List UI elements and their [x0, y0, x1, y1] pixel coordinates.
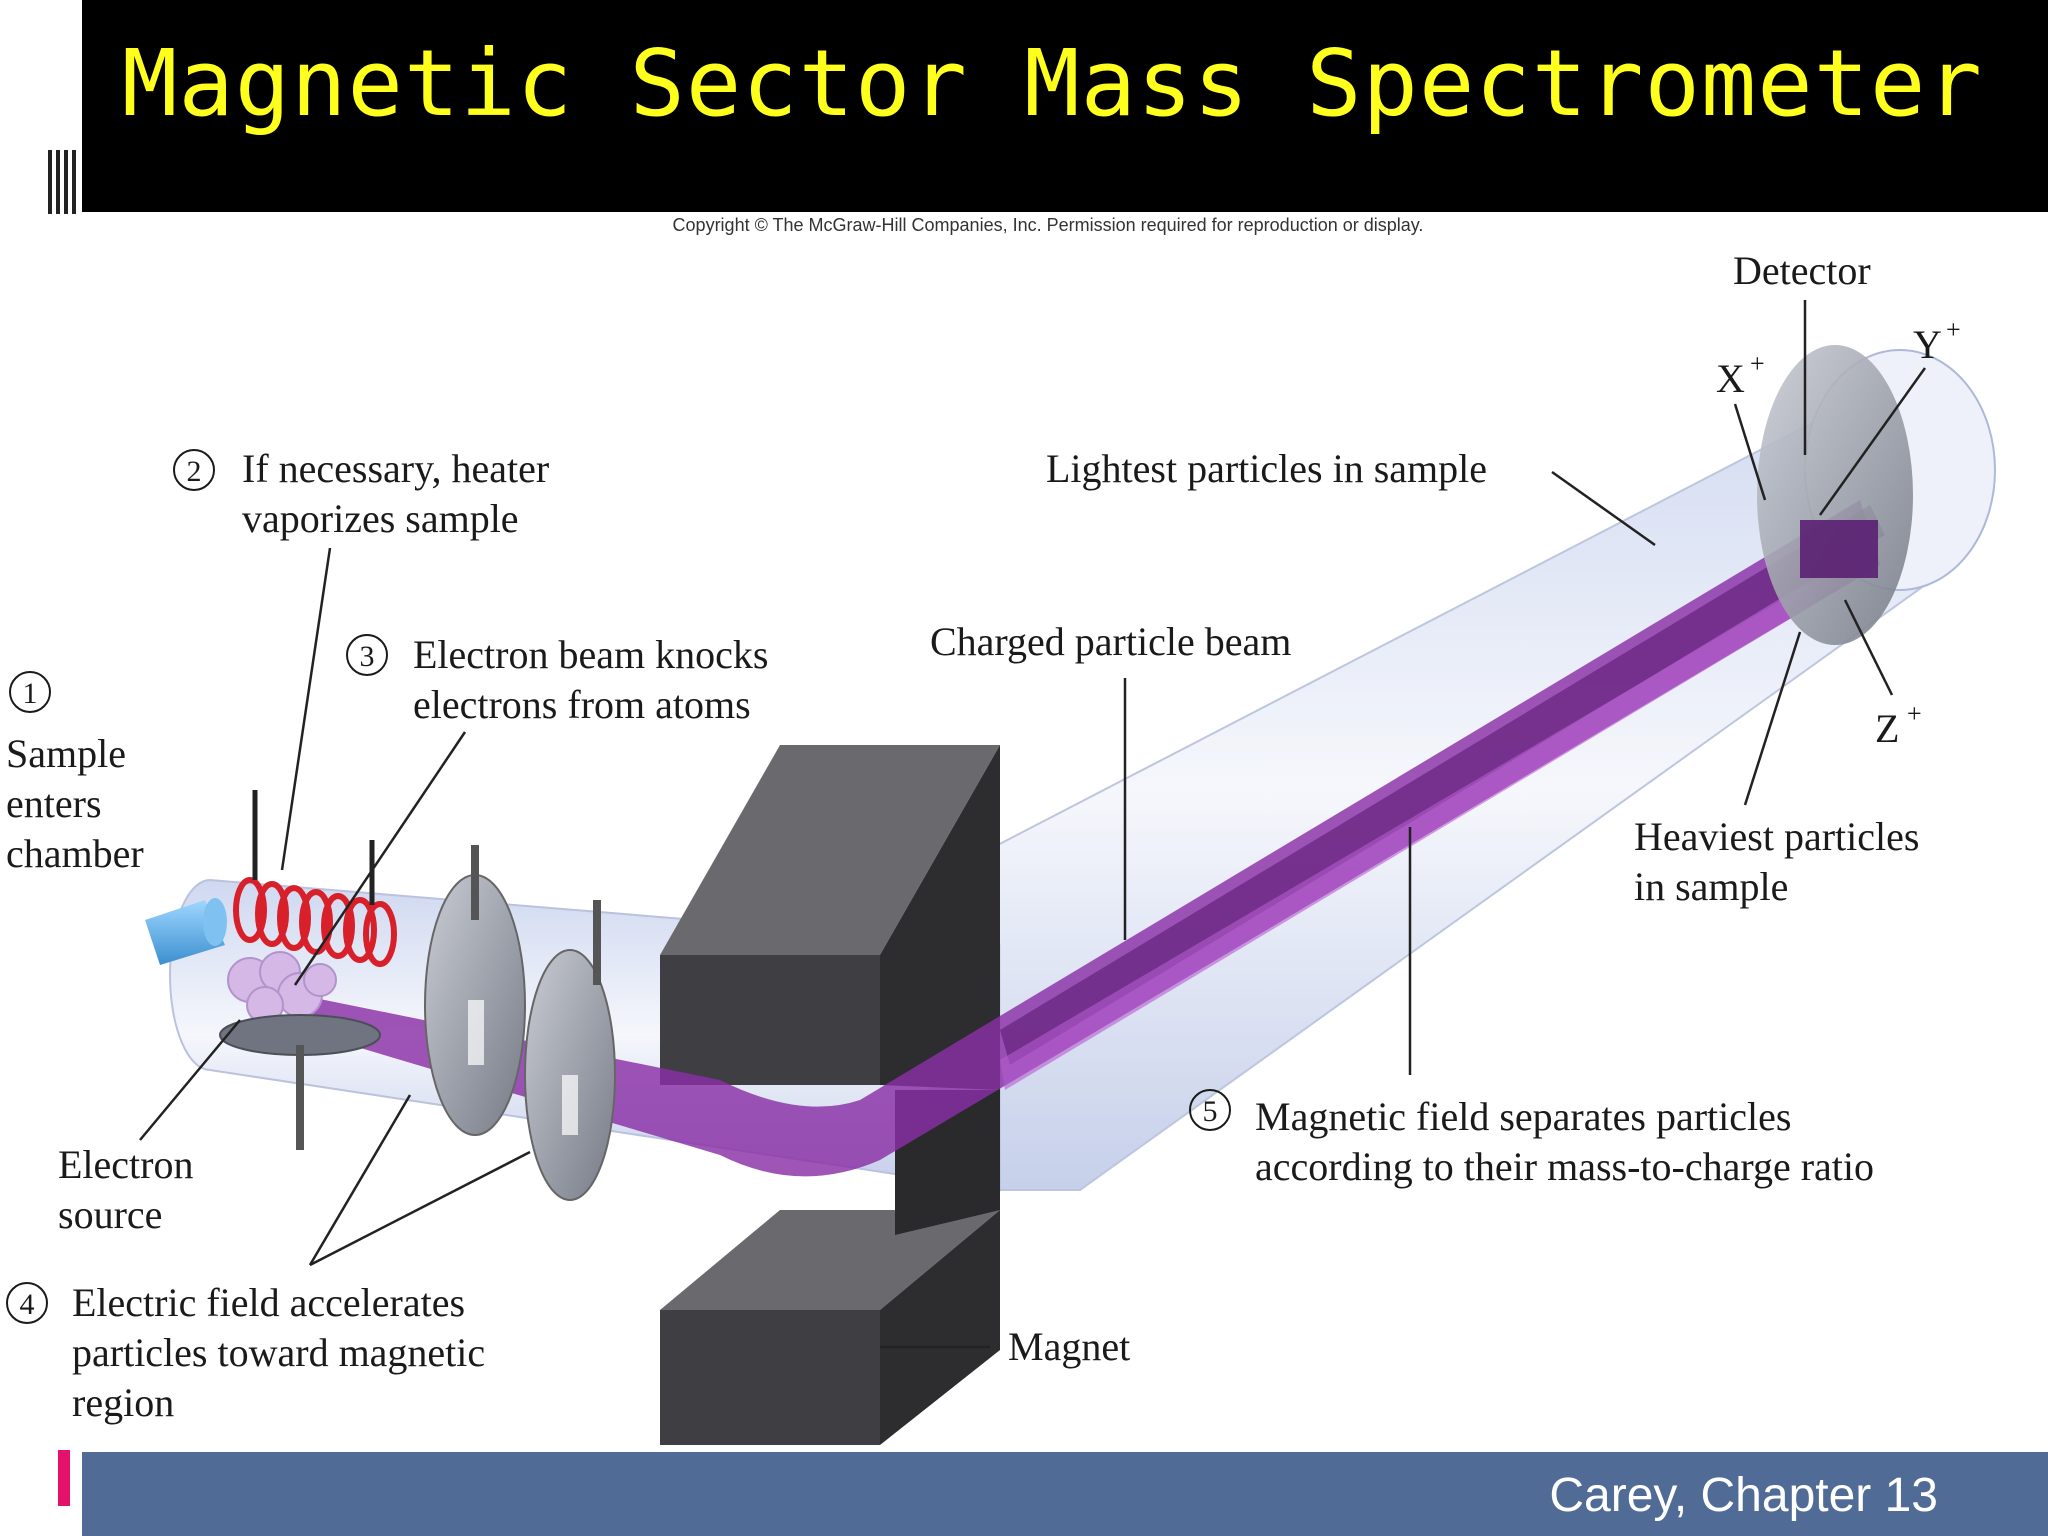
- svg-text:chamber: chamber: [6, 831, 144, 876]
- magnet: [660, 745, 1000, 1445]
- svg-text:electrons from atoms: electrons from atoms: [413, 682, 751, 727]
- svg-text:in sample: in sample: [1634, 864, 1788, 909]
- step-5-label: 5 Magnetic field separates particles acc…: [1189, 1089, 1874, 1189]
- charged-particle-beam-label: Charged particle beam: [930, 619, 1291, 664]
- copyright-notice: Copyright © The McGraw-Hill Companies, I…: [673, 215, 1424, 235]
- svg-text:Z: Z: [1875, 706, 1899, 751]
- step-3-label: 3 Electron beam knocks electrons from at…: [346, 632, 768, 727]
- magnet-label: Magnet: [1008, 1324, 1130, 1369]
- step-1-label: 1 Sample enters chamber: [6, 671, 144, 876]
- svg-text:4: 4: [20, 1288, 35, 1321]
- svg-text:Electron: Electron: [58, 1142, 194, 1187]
- svg-text:X: X: [1716, 356, 1745, 401]
- mass-spectrometer-diagram: Copyright © The McGraw-Hill Companies, I…: [6, 215, 1996, 1445]
- sample-cloud: [227, 951, 337, 1024]
- svg-text:3: 3: [360, 640, 375, 673]
- ion-label-z: Z +: [1875, 699, 1922, 751]
- footer-bar: Carey, Chapter 13: [82, 1452, 2048, 1536]
- electron-source-label: Electron source: [58, 1142, 194, 1237]
- svg-text:region: region: [72, 1380, 174, 1425]
- leader-lines: [139, 300, 1927, 1349]
- lightest-particles-label: Lightest particles in sample: [1046, 446, 1487, 491]
- svg-text:2: 2: [187, 455, 202, 488]
- title-bar: Magnetic Sector Mass Spectrometer: [82, 0, 2048, 212]
- svg-text:+: +: [1907, 699, 1922, 728]
- svg-text:source: source: [58, 1192, 162, 1237]
- step-4-label: 4 Electric field accelerates particles t…: [6, 1280, 485, 1425]
- ion-label-x: X +: [1716, 349, 1765, 401]
- ion-source: [145, 790, 397, 1150]
- svg-text:1: 1: [23, 677, 38, 710]
- particle-beam: [300, 500, 1885, 1177]
- svg-text:+: +: [1750, 349, 1765, 378]
- svg-text:Heaviest particles: Heaviest particles: [1634, 814, 1919, 859]
- svg-text:5: 5: [1203, 1095, 1218, 1128]
- svg-text:enters: enters: [6, 781, 102, 826]
- svg-text:Electric field accelerates: Electric field accelerates: [72, 1280, 465, 1325]
- heaviest-particles-label: Heaviest particles in sample: [1634, 814, 1919, 909]
- svg-text:vaporizes sample: vaporizes sample: [242, 496, 519, 541]
- step-2-label: 2 If necessary, heater vaporizes sample: [173, 446, 549, 541]
- svg-text:Sample: Sample: [6, 731, 126, 776]
- ion-label-y: Y +: [1913, 315, 1961, 367]
- corner-decoration: [48, 150, 76, 214]
- svg-text:particles toward magnetic: particles toward magnetic: [72, 1330, 485, 1375]
- heater-coil: [233, 877, 397, 967]
- svg-text:If necessary, heater: If necessary, heater: [242, 446, 549, 491]
- svg-text:Magnetic field separates parti: Magnetic field separates particles: [1255, 1094, 1791, 1139]
- accelerating-plates: [424, 845, 616, 1201]
- detector-label: Detector: [1733, 248, 1871, 293]
- svg-text:according to their mass-to-cha: according to their mass-to-charge ratio: [1255, 1144, 1874, 1189]
- accent-mark: [58, 1450, 70, 1506]
- slide-title: Magnetic Sector Mass Spectrometer: [122, 30, 1983, 137]
- svg-text:Y: Y: [1913, 322, 1942, 367]
- svg-text:Electron beam knocks: Electron beam knocks: [413, 632, 768, 677]
- footer-citation: Carey, Chapter 13: [1549, 1469, 1938, 1522]
- svg-text:+: +: [1946, 315, 1961, 344]
